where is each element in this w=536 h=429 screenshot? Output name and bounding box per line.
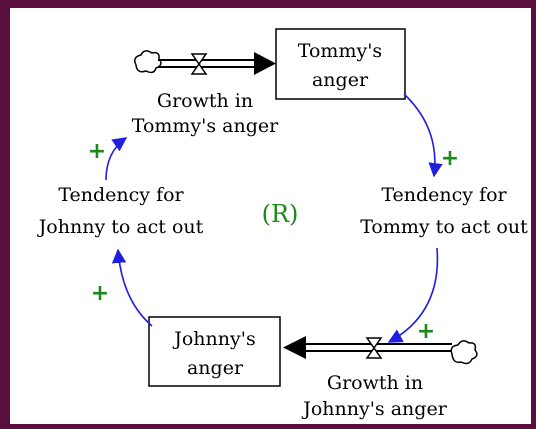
causal-loop-diagram: Tommy's anger Growth in Tommy's anger xyxy=(37,28,528,420)
tommy-flow xyxy=(134,50,276,75)
polarity-sign-johnny-flow: + xyxy=(417,319,435,344)
polarity-sign-tommy-tendency: + xyxy=(441,146,459,171)
link-tommy-anger-to-tommy-tendency xyxy=(403,93,443,178)
johnny-tendency-label-2: Johnny to act out xyxy=(37,216,204,238)
tommy-flow-label-1: Growth in xyxy=(157,90,253,112)
johnny-cloud-icon xyxy=(450,340,478,365)
link-johnny-anger-to-johnny-tendency xyxy=(111,248,153,327)
johnny-tendency-label-1: Tendency for xyxy=(58,184,184,206)
tommy-tendency-label-1: Tendency for xyxy=(381,184,507,206)
link-tommy-tendency-to-johnny-flow xyxy=(387,247,439,343)
tommy-anger-label-1: Tommy's xyxy=(298,40,382,62)
tommy-anger-stock: Tommy's anger xyxy=(275,28,406,100)
johnny-flow xyxy=(283,336,478,365)
tommy-anger-label-2: anger xyxy=(312,69,369,91)
tommy-flow-label-2: Tommy's anger xyxy=(132,115,279,137)
johnny-valve-icon xyxy=(365,337,383,359)
johnny-anger-stock: Johnny's anger xyxy=(148,316,281,387)
tommy-tendency-label-2: Tommy to act out xyxy=(360,216,528,238)
link-johnny-tendency-to-tommy-flow xyxy=(105,137,128,181)
tommy-valve-icon xyxy=(190,53,208,75)
polarity-sign-tommy-flow: + xyxy=(88,139,106,164)
johnny-flow-label-1: Growth in xyxy=(327,372,423,394)
johnny-anger-label-1: Johnny's xyxy=(172,328,255,350)
polarity-sign-johnny-tendency: + xyxy=(91,281,109,306)
tommy-cloud-icon xyxy=(134,50,162,74)
johnny-flow-arrowhead xyxy=(283,336,306,359)
johnny-anger-label-2: anger xyxy=(187,357,244,379)
tommy-flow-arrowhead xyxy=(254,52,276,75)
johnny-flow-label-2: Johnny's anger xyxy=(301,398,447,420)
diagram-canvas: Tommy's anger Growth in Tommy's anger xyxy=(10,8,531,424)
loop-label: (R) xyxy=(262,200,299,228)
